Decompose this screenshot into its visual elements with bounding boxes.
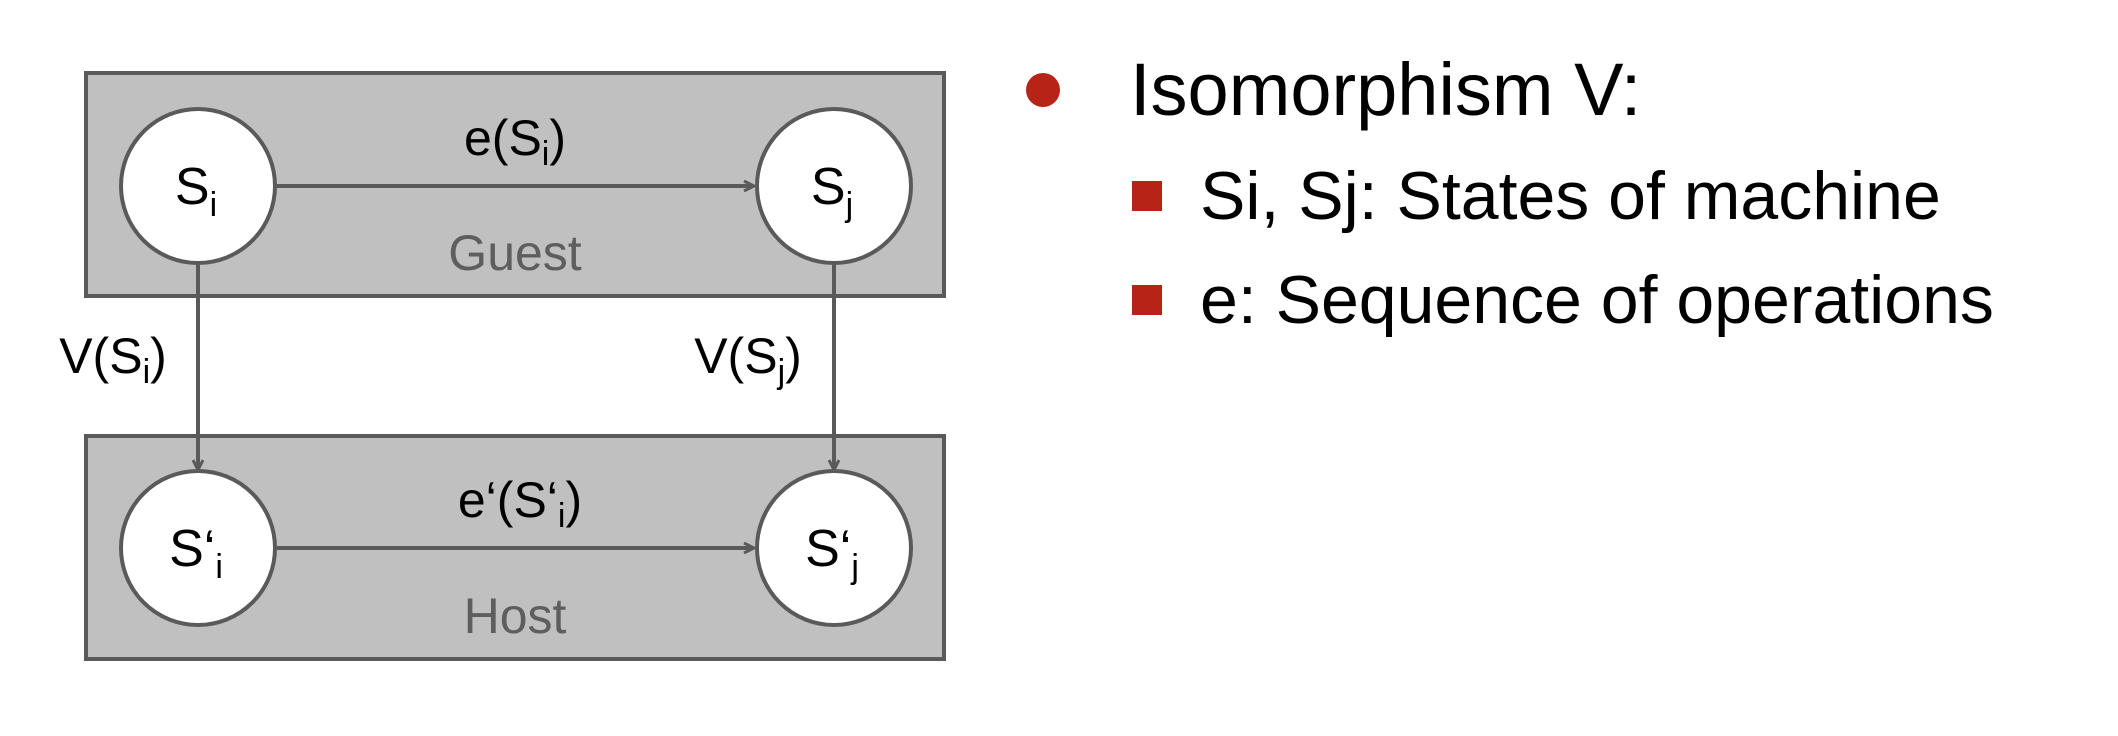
bullet-sub-item: e: Sequence of operations [1132, 248, 1994, 352]
bullet-sub-text: Si, Sj: States of machine [1200, 158, 1941, 234]
host-transition-label: e‘(S‘i) [458, 472, 582, 535]
bullet-main-item: Isomorphism V: [1020, 40, 1994, 140]
state-sj-node: Sj [755, 107, 913, 265]
bullet-main-text: Isomorphism V: [1130, 48, 1642, 131]
bullet-list: Isomorphism V: Si, Sj: States of machine… [1020, 40, 1994, 352]
bullet-square-icon [1132, 181, 1162, 211]
bullet-square-icon [1132, 285, 1162, 315]
bullet-sub-text: e: Sequence of operations [1200, 262, 1994, 338]
state-si-prime-node: S‘i [119, 469, 277, 627]
guest-label: Guest [448, 225, 582, 281]
host-label: Host [464, 588, 567, 644]
state-sj-prime-node: S‘j [755, 469, 913, 627]
state-si-label: Si [175, 158, 217, 224]
map-left-label: V(Si) [59, 328, 167, 391]
map-right-label: V(Sj) [694, 328, 802, 391]
state-si-prime-label: S‘i [169, 520, 223, 586]
isomorphism-diagram: Guest Host e(Si) e‘(S‘i) V(Si) V(Sj) Si … [59, 71, 946, 661]
state-si-node: Si [119, 107, 277, 265]
state-sj-label: Sj [811, 158, 853, 224]
state-sj-prime-label: S‘j [805, 520, 859, 586]
guest-transition-label: e(Si) [464, 110, 566, 173]
bullet-sub-item: Si, Sj: States of machine [1132, 144, 1994, 248]
bullet-dot-icon [1026, 73, 1060, 107]
